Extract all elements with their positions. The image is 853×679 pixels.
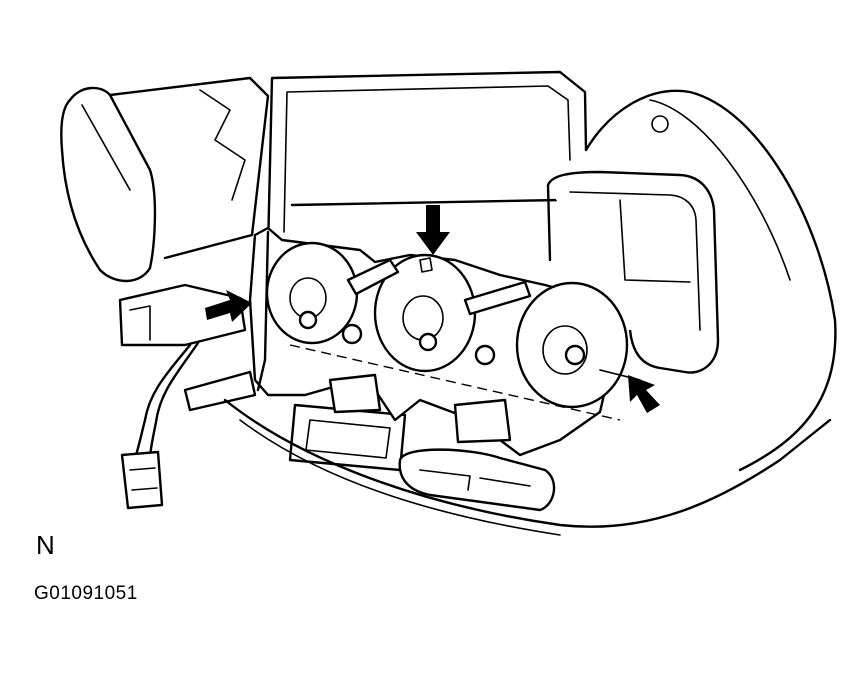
left-control-dial xyxy=(256,230,359,392)
arrow-icon xyxy=(628,375,660,413)
cable-linkages xyxy=(289,258,641,444)
arrow-icon xyxy=(416,205,450,255)
right-air-vent xyxy=(546,115,720,374)
figure-code-label: G01091051 xyxy=(34,583,138,604)
center-control-dial xyxy=(373,253,477,373)
lower-openings xyxy=(288,403,556,512)
arrow-icon xyxy=(205,290,252,322)
left-air-vent xyxy=(60,76,270,283)
right-control-dial xyxy=(515,281,629,409)
wire-harness-connector xyxy=(118,283,257,510)
view-letter-label: N xyxy=(36,530,55,560)
dash-panel xyxy=(223,70,837,536)
